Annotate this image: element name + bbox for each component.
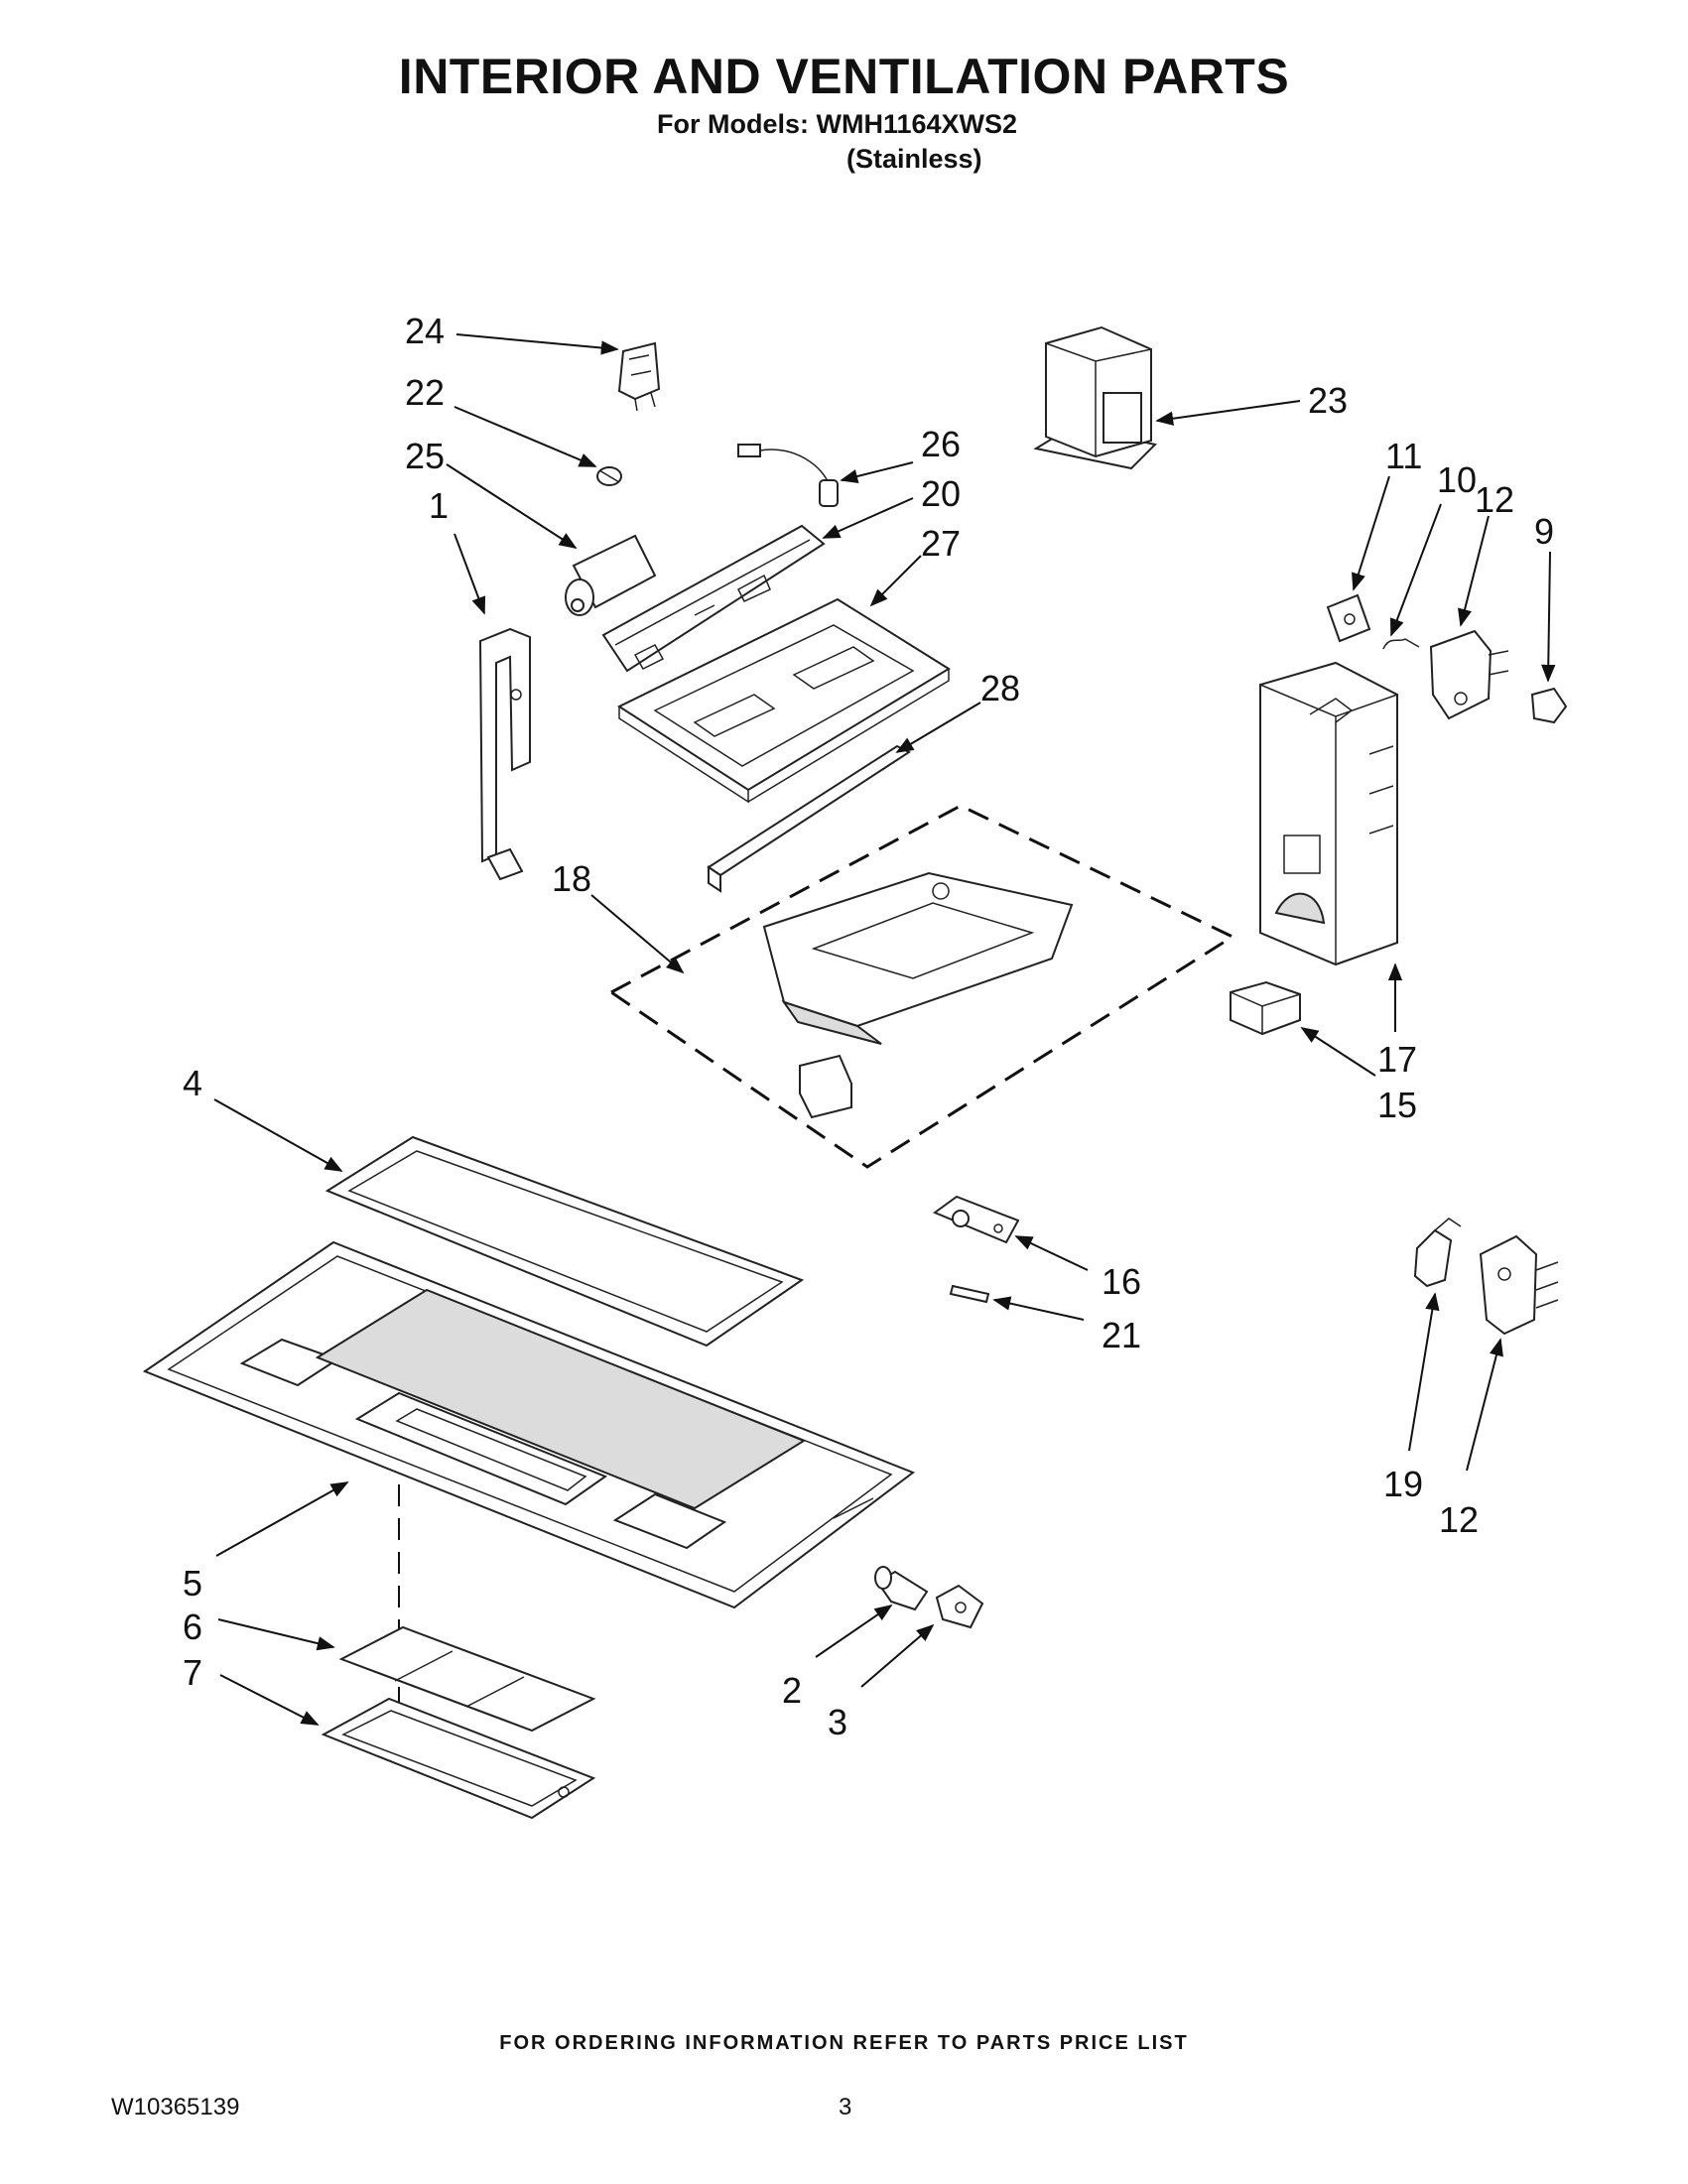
leader-26 xyxy=(840,461,914,484)
part-24-bracket xyxy=(617,341,661,412)
leader-15 xyxy=(1300,1027,1376,1077)
callout-12-top: 12 xyxy=(1475,479,1514,520)
callout-9: 9 xyxy=(1534,511,1554,552)
leader-9 xyxy=(1541,551,1556,683)
callout-18: 18 xyxy=(552,858,591,899)
leader-1 xyxy=(454,533,486,615)
callout-23: 23 xyxy=(1308,380,1348,421)
part-9-switch xyxy=(1530,687,1568,724)
callout-1: 1 xyxy=(429,485,449,526)
callout-7: 7 xyxy=(183,1652,202,1693)
callout-6: 6 xyxy=(183,1606,202,1647)
callout-21: 21 xyxy=(1102,1315,1141,1355)
leader-4 xyxy=(213,1098,343,1172)
callout-5: 5 xyxy=(183,1563,202,1604)
part-16-plate xyxy=(932,1195,1020,1244)
leader-12-bottom xyxy=(1466,1338,1503,1472)
ordering-note: FOR ORDERING INFORMATION REFER TO PARTS … xyxy=(499,2032,1189,2054)
part-11-switch xyxy=(1326,593,1371,643)
leader-16 xyxy=(1014,1235,1089,1271)
callout-3: 3 xyxy=(828,1702,847,1742)
part-26-sensor xyxy=(737,444,839,507)
page-title: INTERIOR AND VENTILATION PARTS xyxy=(398,49,1290,104)
leader-18 xyxy=(590,894,685,974)
part-15-box xyxy=(1230,980,1301,1036)
leader-28 xyxy=(895,702,981,753)
document-number: W10365139 xyxy=(111,2094,240,2120)
callout-4: 4 xyxy=(183,1063,202,1103)
page-number: 3 xyxy=(839,2094,852,2120)
part-25-capacitor xyxy=(565,534,657,616)
part-28-strip xyxy=(707,744,912,893)
leader-5 xyxy=(215,1481,349,1557)
part-27-plate xyxy=(616,597,951,804)
callout-11: 11 xyxy=(1385,436,1422,476)
part-21-fuse xyxy=(949,1284,990,1304)
leader-27 xyxy=(869,555,922,607)
part-3-socket xyxy=(935,1584,984,1629)
leader-3 xyxy=(860,1623,935,1688)
leader-10 xyxy=(1390,503,1442,637)
callout-26: 26 xyxy=(921,424,961,464)
part-2-lamp xyxy=(874,1566,929,1611)
leader-6 xyxy=(217,1618,335,1651)
part-23-transformer xyxy=(1033,325,1158,470)
callout-28: 28 xyxy=(980,668,1020,708)
callout-20: 20 xyxy=(921,473,961,514)
callout-25: 25 xyxy=(405,436,445,476)
finish-label: (Stainless) xyxy=(846,144,982,174)
part-5-bottom-plate xyxy=(142,1240,916,1609)
callout-2: 2 xyxy=(782,1670,802,1711)
leader-21 xyxy=(992,1296,1085,1321)
leader-25 xyxy=(446,463,578,549)
leader-24 xyxy=(455,333,619,355)
callout-19: 19 xyxy=(1383,1464,1423,1504)
callout-10: 10 xyxy=(1437,459,1477,500)
part-19-switch xyxy=(1413,1218,1462,1288)
part-4-panel xyxy=(325,1135,805,1348)
models-line: For Models: WMH1164XWS2 xyxy=(657,109,1018,139)
callout-12-bottom: 12 xyxy=(1439,1499,1479,1540)
part-12-switch-bottom xyxy=(1479,1234,1559,1336)
callout-24: 24 xyxy=(405,311,445,351)
callout-15: 15 xyxy=(1377,1085,1417,1125)
leader-2 xyxy=(815,1604,893,1658)
callout-22: 22 xyxy=(405,372,445,413)
leader-11 xyxy=(1352,475,1390,591)
leader-23 xyxy=(1155,400,1301,426)
leader-22 xyxy=(454,406,597,467)
callout-17: 17 xyxy=(1377,1039,1417,1080)
part-20-bracket xyxy=(601,524,826,673)
leader-20 xyxy=(822,497,914,539)
callout-27: 27 xyxy=(921,523,961,564)
leader-7 xyxy=(219,1674,320,1726)
part-22-clip xyxy=(596,466,622,486)
part-12-switch-top xyxy=(1429,629,1509,720)
part-1-bracket xyxy=(478,627,531,881)
part-6-cover xyxy=(338,1625,596,1733)
part-10-spring xyxy=(1382,638,1420,650)
part-17-duct xyxy=(1259,661,1398,966)
leader-19 xyxy=(1408,1292,1440,1452)
callout-16: 16 xyxy=(1102,1261,1141,1302)
part-7-grille xyxy=(321,1697,596,1820)
leader-12-top xyxy=(1458,515,1490,627)
part-18-assembly xyxy=(608,804,1236,1169)
